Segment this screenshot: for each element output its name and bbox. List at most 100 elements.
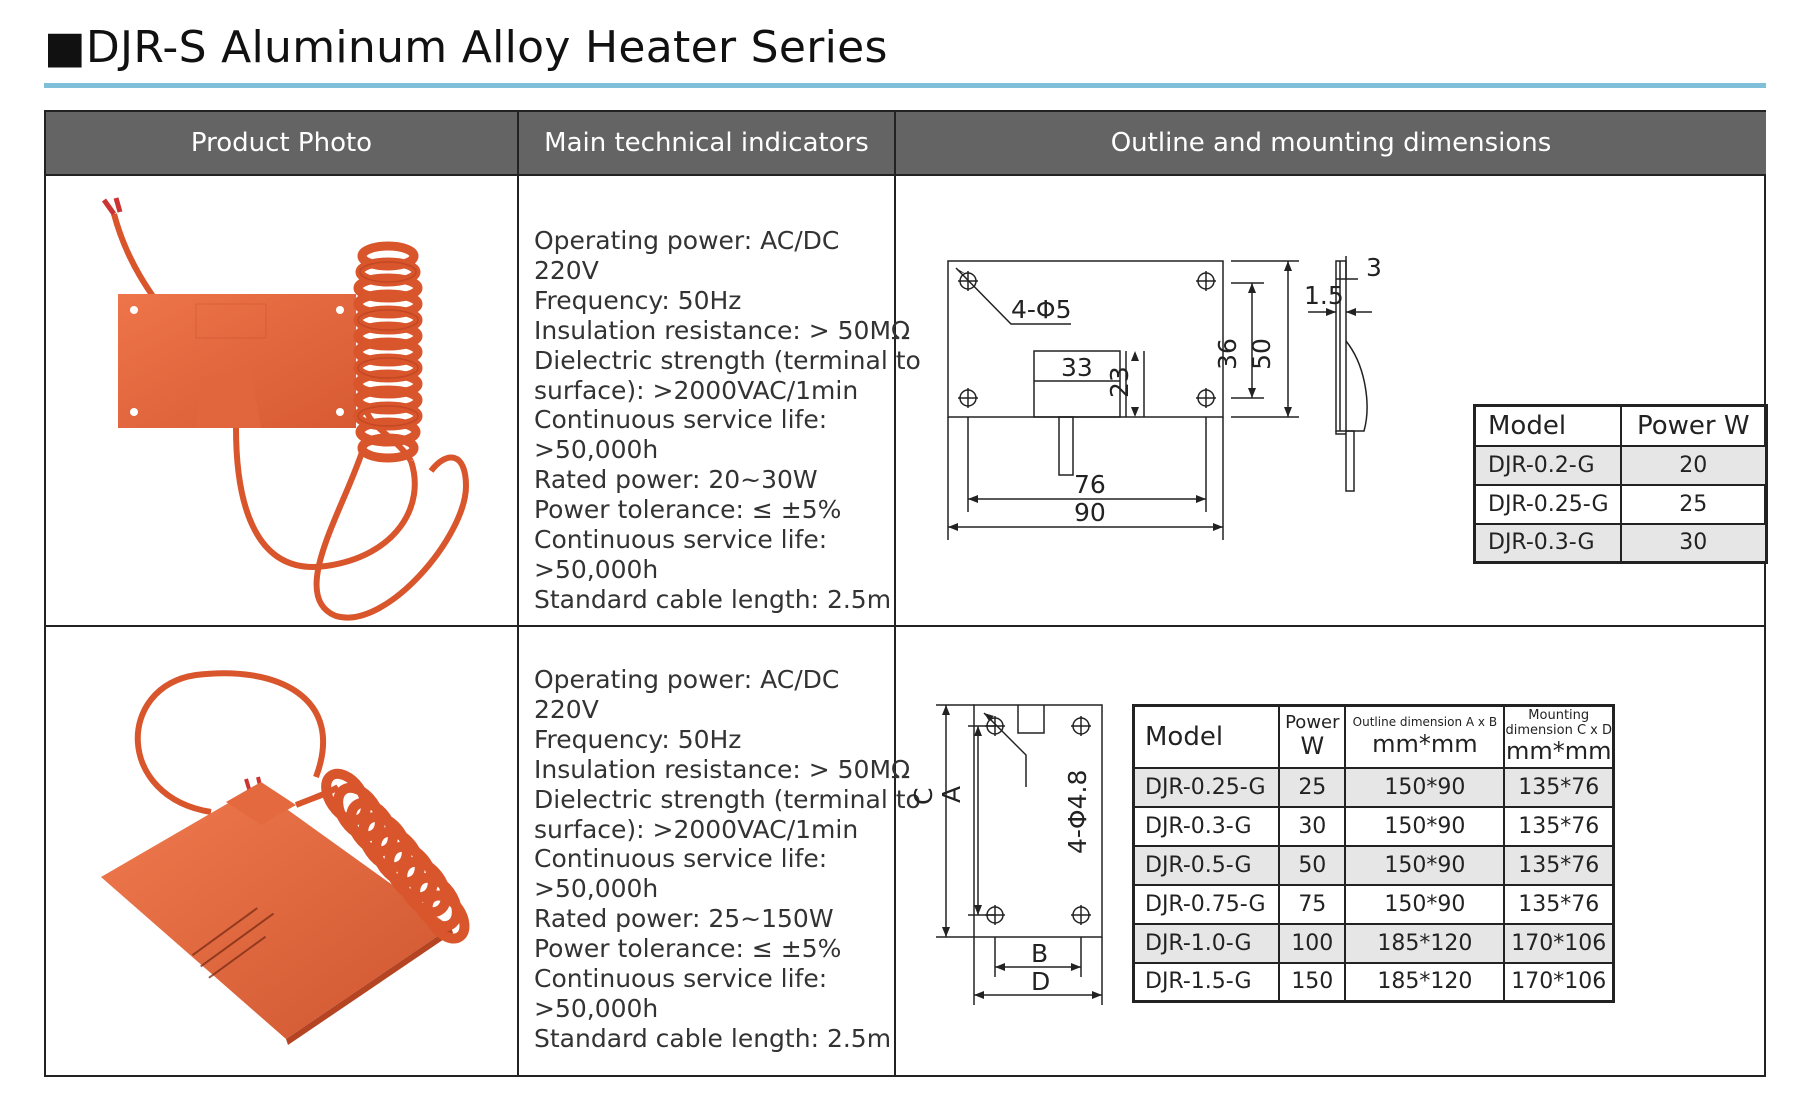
table-cell-model: DJR-0.75-G [1132, 883, 1281, 925]
table-cell-mounting: 135*76 [1503, 766, 1615, 808]
specs-list-1: Operating power: AC/DC 220V Frequency: 5… [534, 226, 921, 621]
table-cell-model: DJR-0.2-G [1473, 444, 1622, 486]
model-power-table-1: Model Power W DJR-0.2-G 20 DJR-0.25-G 25… [1473, 404, 1768, 564]
table-header-model: Model [1132, 704, 1281, 769]
table-row: DJR-0.25-G 25 150*90 135*76 [1132, 766, 1615, 808]
table-cell-power: 150 [1278, 961, 1347, 1003]
spec-line: Operating power: AC/DC [534, 665, 840, 694]
table-row: DJR-1.0-G 100 185*120 170*106 [1132, 922, 1615, 964]
table-row: DJR-0.75-G 75 150*90 135*76 [1132, 883, 1615, 925]
spec-line: surface): >2000VAC/1min [534, 375, 859, 405]
spec-line: 220V [534, 255, 599, 285]
spec-line: Continuous service life: [534, 525, 828, 555]
header-main-indicators: Main technical indicators [519, 112, 894, 174]
table-header-mounting-label-1: Mounting [1528, 708, 1590, 724]
table-header-mounting: Mounting dimension C x D mm*mm [1503, 704, 1615, 769]
spec-line: >50,000h [534, 554, 659, 584]
title-underline [44, 83, 1766, 88]
table-row: DJR-0.3-G 30 [1473, 522, 1768, 564]
spec-line: Continuous service life: [534, 964, 828, 994]
header-dimensions: Outline and mounting dimensions [896, 112, 1766, 174]
spec-line: Dielectric strength (terminal to [534, 784, 921, 814]
table-cell-model: DJR-1.5-G [1132, 961, 1281, 1003]
table-cell-outline: 185*120 [1344, 961, 1506, 1003]
dim-label-d: D [1031, 967, 1050, 996]
dim-label-36: 36 [1213, 338, 1242, 370]
dim-label-23: 23 [1105, 366, 1134, 398]
table-header-power: Power W [1619, 404, 1768, 447]
product-photo-1 [46, 176, 517, 625]
outline-drawing-1: 4-Φ5 33 23 36 50 76 90 3 1.5 [947, 253, 1382, 540]
column-divider-1 [517, 112, 519, 1075]
table-header-outline-label: Outline dimension A x B [1352, 715, 1498, 730]
spec-line: Power tolerance: ≤ ±5% [534, 934, 842, 964]
table-cell-power: 25 [1278, 766, 1347, 808]
spec-line: Insulation resistance: > 50MΩ [534, 754, 911, 784]
table-cell-model: DJR-0.3-G [1132, 805, 1281, 847]
dim-label-76: 76 [1074, 470, 1106, 499]
table-cell-power: 50 [1278, 844, 1347, 886]
spec-line: surface): >2000VAC/1min [534, 814, 859, 844]
spec-line: Frequency: 50Hz [534, 285, 742, 315]
dimensions-cell-1: 4-Φ5 33 23 36 50 76 90 3 1.5 Model Power… [896, 176, 1768, 625]
table-cell-mounting: 135*76 [1503, 883, 1615, 925]
table-cell-mounting: 135*76 [1503, 844, 1615, 886]
table-header-mounting-unit: mm*mm [1505, 736, 1612, 765]
dim-label-1-5: 1.5 [1304, 281, 1344, 310]
table-cell-outline: 150*90 [1344, 766, 1506, 808]
dim-label-b: B [1031, 939, 1048, 968]
table-row: DJR-1.5-G 150 185*120 170*106 [1132, 961, 1615, 1003]
spec-line: Continuous service life: [534, 844, 828, 874]
outline-drawing-2: C A 4-Φ4.8 B D [909, 704, 1103, 1005]
spec-line: Standard cable length: 2.5m [534, 584, 892, 614]
table-cell-outline: 150*90 [1344, 805, 1506, 847]
table-cell-power: 20 [1619, 444, 1768, 486]
header-divider [46, 174, 1764, 176]
table-row: DJR-0.5-G 50 150*90 135*76 [1132, 844, 1615, 886]
spec-line: Dielectric strength (terminal to [534, 345, 921, 375]
table-header-power-unit: W [1300, 732, 1325, 761]
dimensions-cell-2: C A 4-Φ4.8 B D Model Power W Outline dim… [896, 627, 1766, 1075]
table-header-power: Power W [1278, 704, 1347, 769]
spec-line: Rated power: 25~150W [534, 904, 834, 934]
dim-label-c: C [909, 788, 938, 805]
table-cell-mounting: 170*106 [1503, 922, 1615, 964]
table-cell-model: DJR-0.25-G [1132, 766, 1281, 808]
row-divider [46, 625, 1764, 627]
spec-line: Frequency: 50Hz [534, 724, 742, 754]
spec-line: >50,000h [534, 993, 659, 1023]
page-title: ■DJR-S Aluminum Alloy Heater Series [44, 22, 888, 73]
spec-line: 220V [534, 694, 599, 724]
table-row: DJR-0.25-G 25 [1473, 483, 1768, 525]
table-header-power-label: Power [1285, 711, 1340, 733]
dim-label-90: 90 [1074, 498, 1106, 527]
table-row: DJR-0.3-G 30 150*90 135*76 [1132, 805, 1615, 847]
dim-label-33: 33 [1061, 353, 1093, 382]
table-cell-model: DJR-0.5-G [1132, 844, 1281, 886]
table-cell-model: DJR-1.0-G [1132, 922, 1281, 964]
spec-line: Continuous service life: [534, 405, 828, 435]
table-header-outline-unit: mm*mm [1372, 729, 1478, 758]
spec-line: Insulation resistance: > 50MΩ [534, 315, 911, 345]
table-header-outline: Outline dimension A x B mm*mm [1344, 704, 1506, 769]
table-header-model: Model [1473, 404, 1622, 447]
dim-label-holes-2: 4-Φ4.8 [1063, 770, 1092, 854]
specs-list-2: Operating power: AC/DC 220V Frequency: 5… [534, 665, 921, 1070]
spec-line: Standard cable length: 2.5m [534, 1023, 892, 1053]
column-divider-2 [894, 112, 896, 1075]
dim-label-50: 50 [1247, 338, 1276, 370]
table-row: DJR-0.2-G 20 [1473, 444, 1768, 486]
table-cell-outline: 150*90 [1344, 883, 1506, 925]
table-cell-power: 30 [1619, 522, 1768, 564]
table-cell-power: 75 [1278, 883, 1347, 925]
table-cell-power: 100 [1278, 922, 1347, 964]
spec-line: Power tolerance: ≤ ±5% [534, 495, 842, 525]
spec-table: Product Photo Main technical indicators … [44, 110, 1768, 1077]
table-cell-outline: 150*90 [1344, 844, 1506, 886]
model-spec-table-2: Model Power W Outline dimension A x B mm… [1132, 704, 1615, 1003]
spec-line: >50,000h [534, 435, 659, 465]
table-cell-outline: 185*120 [1344, 922, 1506, 964]
table-cell-mounting: 170*106 [1503, 961, 1615, 1003]
product-photo-2 [46, 627, 517, 1075]
table-cell-power: 30 [1278, 805, 1347, 847]
